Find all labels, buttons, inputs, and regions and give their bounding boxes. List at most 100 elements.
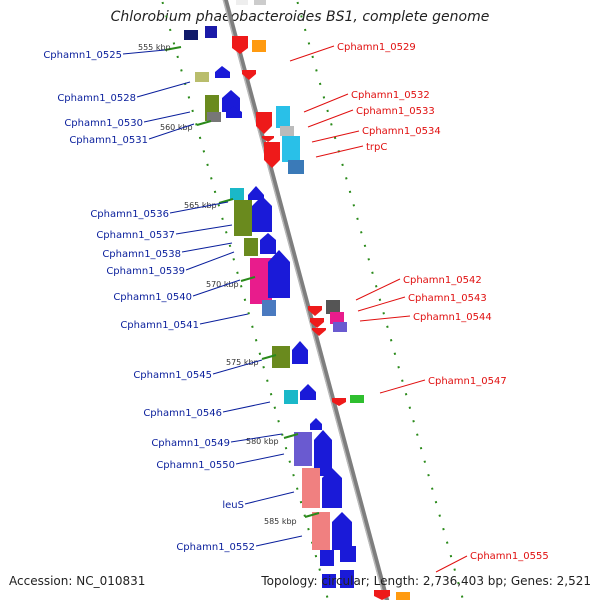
- feature-block: [252, 40, 266, 52]
- feature-block: [236, 0, 248, 5]
- feature-block: [312, 512, 330, 550]
- feature-arrow: [314, 430, 332, 476]
- feature-arrow: [310, 418, 322, 430]
- gene-label: Cphamn1_0525: [43, 50, 122, 61]
- genome-backbone-highlight: [222, 0, 386, 600]
- label-leader: [315, 145, 364, 158]
- feature-block: [195, 72, 209, 82]
- gene-label: Cphamn1_0555: [470, 551, 549, 562]
- label-leader: [185, 251, 235, 271]
- gene-label: Cphamn1_0545: [133, 370, 212, 381]
- label-leader: [230, 433, 283, 443]
- gene-label: Cphamn1_0549: [151, 438, 230, 449]
- label-leader: [192, 279, 241, 297]
- map-title: Chlorobium phaeobacteroides BS1, complet…: [110, 9, 490, 25]
- feature-block: [350, 395, 364, 403]
- scale-tick-mark: [240, 276, 256, 282]
- feature-block: [333, 322, 347, 332]
- gene-label: Cphamn1_0530: [64, 118, 143, 129]
- feature-arrow: [308, 306, 322, 316]
- feature-block: [322, 574, 336, 588]
- gene-label: Cphamn1_0528: [57, 93, 136, 104]
- feature-arrow: [332, 398, 346, 406]
- label-leader: [307, 109, 354, 128]
- gene-label: Cphamn1_0542: [403, 275, 482, 286]
- scale-tick-label: 580 kbp: [246, 437, 279, 446]
- feature-arrow: [268, 250, 290, 298]
- scale-tick-label: 570 kbp: [206, 280, 239, 289]
- gene-label: Cphamn1_0537: [96, 230, 175, 241]
- feature-block: [330, 312, 344, 324]
- right-track-guide: [295, 0, 465, 600]
- label-leader: [199, 313, 249, 325]
- label-leader: [359, 315, 411, 322]
- scale-tick-mark: [304, 512, 320, 518]
- feature-block: [250, 258, 272, 304]
- feature-block: [272, 346, 290, 368]
- gene-label: Cphamn1_0532: [351, 90, 430, 101]
- feature-block: [284, 390, 298, 404]
- feature-arrow: [256, 112, 272, 134]
- label-leader: [169, 201, 229, 214]
- gene-label: Cphamn1_0550: [156, 460, 235, 471]
- feature-arrow: [312, 328, 326, 336]
- feature-block: [326, 300, 340, 314]
- label-leader: [222, 401, 271, 413]
- feature-arrow: [232, 36, 248, 54]
- label-leader: [435, 555, 468, 573]
- gene-label: Cphamn1_0529: [337, 42, 416, 53]
- label-leader: [235, 453, 285, 465]
- accession-text: Accession: NC_010831: [9, 574, 146, 588]
- feature-block: [230, 188, 244, 200]
- feature-block: [205, 26, 217, 38]
- label-leader: [379, 379, 426, 394]
- label-leader: [122, 49, 166, 55]
- feature-block: [262, 300, 276, 316]
- gene-label: trpC: [366, 142, 387, 153]
- reverse-labels: Cphamn1_0529 Cphamn1_0532 Cphamn1_0533 C…: [289, 42, 549, 573]
- gene-label: Cphamn1_0547: [428, 376, 507, 387]
- feature-arrow: [264, 142, 280, 168]
- label-leader: [311, 130, 360, 143]
- scale-tick-label: 565 kbp: [184, 201, 217, 210]
- gene-label: Cphamn1_0539: [106, 266, 185, 277]
- feature-block: [340, 570, 354, 588]
- feature-block: [234, 200, 252, 236]
- feature-block: [244, 238, 258, 256]
- label-leader: [289, 45, 335, 62]
- feature-arrow: [310, 318, 324, 328]
- label-leader: [355, 278, 401, 301]
- genome-summary-text: Topology: circular; Length: 2,736,403 bp…: [261, 574, 591, 588]
- forward-labels: Cphamn1_0525 Cphamn1_0528 Cphamn1_0530 C…: [43, 49, 303, 553]
- feature-arrow: [332, 512, 352, 550]
- label-leader: [175, 224, 233, 235]
- feature-block: [254, 0, 266, 5]
- gene-label: Cphamn1_0541: [120, 320, 199, 331]
- label-leader: [244, 491, 295, 505]
- feature-block: [302, 468, 320, 508]
- label-leader: [148, 123, 195, 140]
- gene-label: Cphamn1_0538: [102, 249, 181, 260]
- genome-backbone: [222, 0, 390, 600]
- label-leader: [181, 242, 233, 253]
- feature-arrow: [215, 66, 230, 78]
- feature-block: [280, 126, 294, 136]
- feature-block: [340, 546, 356, 562]
- feature-arrow: [242, 70, 256, 80]
- label-leader: [136, 81, 191, 98]
- gene-label: Cphamn1_0546: [143, 408, 222, 419]
- feature-block: [184, 30, 198, 40]
- scale-tick-mark: [261, 354, 277, 360]
- gene-label: Cphamn1_0544: [413, 312, 492, 323]
- scale-tick-label: 560 kbp: [160, 123, 193, 132]
- feature-arrow: [248, 186, 264, 200]
- gene-label: Cphamn1_0540: [113, 292, 192, 303]
- gene-label: Cphamn1_0534: [362, 126, 441, 137]
- label-leader: [357, 296, 406, 312]
- scale-tick-mark: [218, 198, 234, 204]
- label-leader: [212, 359, 263, 375]
- feature-arrow: [262, 136, 274, 142]
- forward-features: [184, 26, 356, 588]
- scale-tick-label: 575 kbp: [226, 358, 259, 367]
